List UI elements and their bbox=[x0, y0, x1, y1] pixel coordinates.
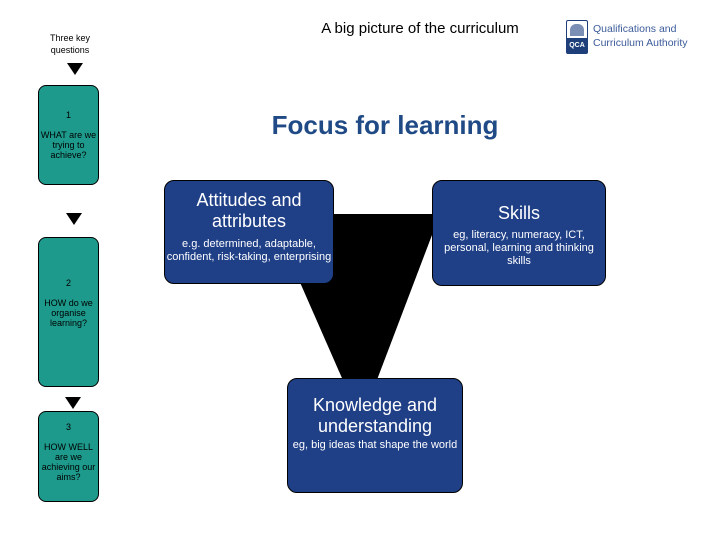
down-arrow-icon bbox=[66, 213, 82, 225]
question-text: HOW do we organise learning? bbox=[44, 298, 93, 328]
attitudes-text: e.g. determined, adaptable, confident, r… bbox=[166, 238, 332, 263]
qca-logo-line-2: Curriculum Authority bbox=[593, 37, 688, 49]
question-box-how-well[interactable]: 3 HOW WELL are we achieving our aims? bbox=[38, 411, 99, 502]
skills-title: Skills bbox=[497, 203, 540, 223]
qca-logo-line-1: Qualifications and bbox=[593, 23, 677, 35]
knowledge-title: Knowledge and understanding bbox=[312, 395, 438, 436]
knowledge-card[interactable]: Knowledge and understanding eg, big idea… bbox=[287, 378, 463, 493]
down-arrow-icon bbox=[65, 397, 81, 409]
question-box-what[interactable]: 1 WHAT are we trying to achieve? bbox=[38, 85, 99, 185]
question-number: 3 bbox=[65, 422, 71, 432]
skills-text: eg, literacy, numeracy, ICT, personal, l… bbox=[444, 229, 594, 267]
attitudes-card[interactable]: Attitudes and attributes e.g. determined… bbox=[164, 180, 334, 284]
qca-logo-text: Qualifications and Curriculum Authority bbox=[593, 22, 688, 50]
down-arrow-icon bbox=[67, 63, 83, 75]
qca-badge-icon: QCA bbox=[566, 20, 588, 54]
skills-card[interactable]: Skills eg, literacy, numeracy, ICT, pers… bbox=[432, 180, 606, 286]
qca-logo: QCA Qualifications and Curriculum Author… bbox=[566, 20, 700, 58]
question-text: HOW WELL are we achieving our aims? bbox=[41, 442, 96, 482]
page-title: A big picture of the curriculum bbox=[321, 20, 519, 37]
focus-heading: Focus for learning bbox=[271, 110, 499, 140]
knowledge-text: eg, big ideas that shape the world bbox=[292, 439, 458, 451]
question-text: WHAT are we trying to achieve? bbox=[40, 130, 97, 160]
qca-badge-text: QCA bbox=[567, 38, 587, 53]
attitudes-title: Attitudes and attributes bbox=[196, 190, 302, 231]
question-box-how[interactable]: 2 HOW do we organise learning? bbox=[38, 237, 99, 387]
question-number: 2 bbox=[65, 278, 71, 288]
question-number: 1 bbox=[65, 110, 71, 120]
three-key-questions-label: Three key questions bbox=[49, 33, 91, 55]
